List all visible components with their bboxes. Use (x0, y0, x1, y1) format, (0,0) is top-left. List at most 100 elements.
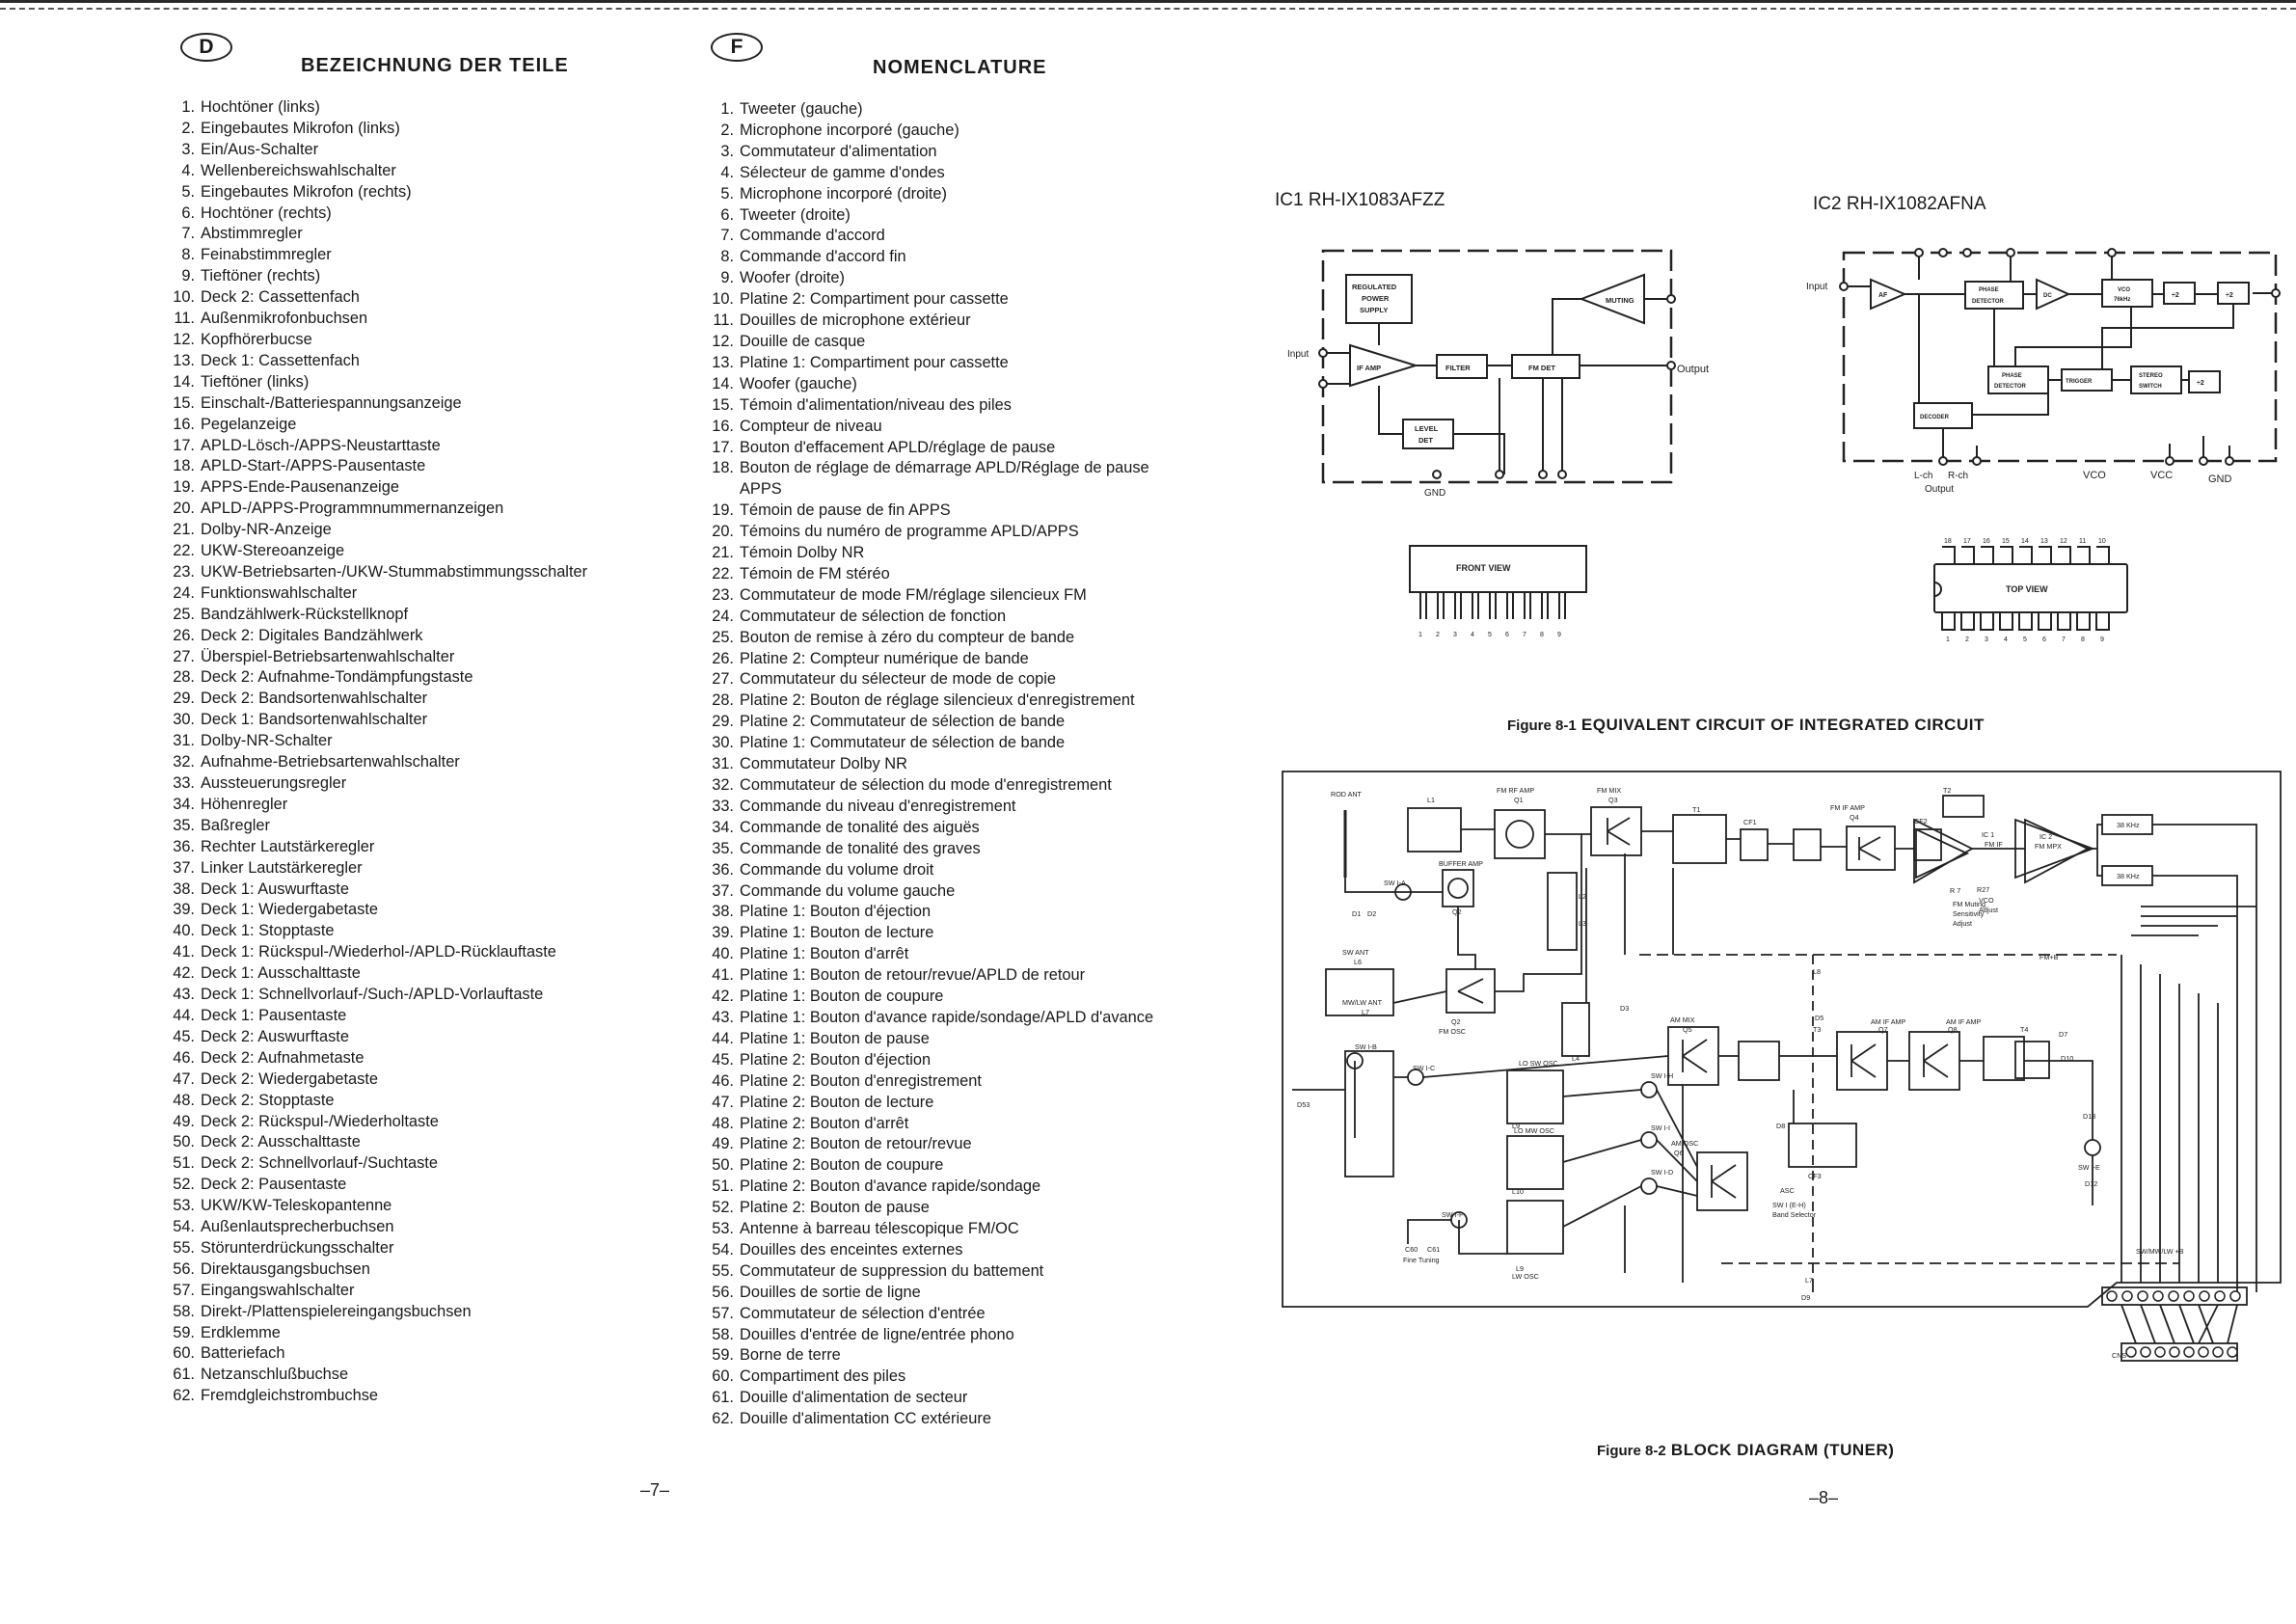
item-number: 25. (712, 628, 734, 646)
item-text: Deck 2: Wiedergabetaste (201, 1069, 379, 1088)
item-text: Platine 2: Bouton de retour/revue (740, 1135, 972, 1153)
item-number: 43. (173, 986, 195, 1004)
ic2-pin-number-top: 14 (2021, 538, 2029, 545)
page-title-de: BEZEICHNUNG DER TEILE (301, 55, 569, 76)
item-number: 45. (173, 1027, 195, 1045)
ic2-block-trigger: TRIGGER (2066, 379, 2093, 385)
connector-pin (2169, 1346, 2180, 1358)
block-diagram-label: D8 (1776, 1122, 1785, 1130)
block-diagram-label: Q2 (1451, 1017, 1461, 1026)
block-diagram-label: D7 (2059, 1030, 2067, 1039)
item-text: Sélecteur de gamme d'ondes (740, 163, 945, 181)
block-diagram-label: Q3 (1608, 796, 1618, 804)
item-text: Platine 1: Compartiment pour cassette (740, 353, 1009, 371)
item-text: Commutateur de suppression du battement (740, 1261, 1044, 1280)
list-item: 47.Platine 2: Bouton de lecture (701, 1093, 1153, 1114)
item-number: 29. (173, 690, 195, 708)
item-number: 51. (712, 1177, 734, 1196)
list-item: 25.Bouton de remise à zéro du compteur d… (701, 628, 1153, 649)
item-number: 42. (712, 988, 734, 1006)
item-number: 46. (712, 1071, 734, 1090)
ic2-pin-number-bottom: 2 (1965, 636, 1969, 643)
list-item: 8.Feinabstimmregler (162, 245, 587, 266)
ic2-pin-number-top: 12 (2060, 538, 2067, 545)
block-diagram-label: T2 (1943, 786, 1951, 795)
item-text: Deck 2: Rückspul-/Wiederholtaste (201, 1112, 439, 1130)
item-text: APLD-Start-/APPS-Pausentaste (201, 457, 426, 475)
item-text: Deck 2: Schnellvorlauf-/Suchtaste (201, 1154, 438, 1173)
ic2-pin-number-bottom: 9 (2100, 636, 2104, 643)
ic2-block-phase2: PHASE (2002, 373, 2022, 379)
ic2-block-stereo: STEREO (2139, 373, 2163, 379)
item-number: 11. (713, 311, 734, 330)
list-item: 61.Douille d'alimentation de secteur (701, 1388, 1153, 1409)
connector-pin (2121, 1290, 2133, 1302)
ic2-pin-number-top: 11 (2079, 538, 2086, 545)
item-text: Deck 1: Auswurftaste (201, 880, 349, 898)
block-diagram-label: ROD ANT (1331, 790, 1363, 798)
block-diagram-label: Q5 (1683, 1025, 1692, 1034)
list-item: 12.Kopfhörerbucse (162, 330, 587, 351)
block-diagram-label: L9 (1516, 1264, 1524, 1273)
list-item: 30.Platine 1: Commutateur de sélection d… (701, 733, 1153, 754)
item-text: Aufnahme-Betriebsartenwahlschalter (201, 753, 460, 771)
block-diagram-label: MW/LW ANT (1342, 998, 1383, 1007)
list-item: 18.Bouton de réglage de démarrage APLD/R… (701, 458, 1153, 479)
item-number: 2. (720, 121, 734, 139)
item-text: Témoin de pause de fin APPS (740, 501, 951, 520)
list-item: 17.Bouton d'effacement APLD/réglage de p… (701, 438, 1153, 459)
ic2-block-detector2: DETECTOR (1994, 384, 2027, 390)
block-diagram-label: SW I-B (1355, 1042, 1377, 1051)
block-diagram-label: ASC (1780, 1186, 1795, 1195)
ic1-block-power: POWER (1362, 294, 1390, 303)
list-item: 3.Commutateur d'alimentation (701, 142, 1153, 163)
ic2-top-view-label: TOP VIEW (2006, 584, 2048, 594)
item-text: Antenne à barreau télescopique FM/OC (740, 1220, 1019, 1238)
item-number: 14. (712, 374, 734, 392)
item-number: 43. (712, 1008, 734, 1026)
item-number: 21. (173, 521, 195, 539)
item-text: Abstimmregler (201, 225, 303, 243)
item-number: 17. (712, 438, 734, 456)
item-number: 30. (712, 734, 734, 752)
ic1-label: IC1 RH-IX1083AFZZ (1275, 190, 1445, 210)
item-text: Dolby-NR-Anzeige (201, 521, 332, 539)
connector-pin (2140, 1346, 2151, 1358)
list-item: 5.Eingebautes Mikrofon (rechts) (162, 182, 587, 203)
item-number: 3. (720, 142, 734, 160)
item-text: Microphone incorporé (droite) (740, 184, 947, 203)
item-number: 24. (712, 607, 734, 625)
list-item: 40.Deck 1: Stopptaste (162, 921, 587, 942)
block-diagram-label: FM MPX (2035, 842, 2062, 851)
block-diagram-label: SW/MW/LW +B (2136, 1247, 2184, 1256)
item-number: 2. (181, 119, 195, 137)
list-item: 59.Borne de terre (701, 1345, 1153, 1367)
block-diagram-label: L2 (1579, 892, 1586, 901)
item-text: Fremdgleichstrombuchse (201, 1387, 379, 1405)
block-diagram-label: CF3 (1808, 1172, 1822, 1180)
item-number: 39. (712, 924, 734, 942)
list-item: 33.Commande du niveau d'enregistrement (701, 797, 1153, 818)
list-item-continuation: 00.APPS (701, 479, 1153, 501)
block-diagram-label: CF2 (1914, 817, 1928, 826)
ic2-pin-number-bottom: 5 (2023, 636, 2027, 643)
item-text: Netzanschlußbuchse (201, 1366, 349, 1384)
item-text: Commutateur du sélecteur de mode de copi… (740, 670, 1056, 689)
connector-pin (2152, 1290, 2164, 1302)
list-item: 27.Commutateur du sélecteur de mode de c… (701, 669, 1153, 690)
list-item: 15.Témoin d'alimentation/niveau des pile… (701, 395, 1153, 417)
block-diagram-label: T3 (1813, 1025, 1821, 1034)
item-text: Aussteuerungsregler (201, 774, 347, 792)
list-item: 49.Platine 2: Bouton de retour/revue (701, 1134, 1153, 1155)
list-item: 51.Deck 2: Schnellvorlauf-/Suchtaste (162, 1153, 587, 1175)
item-number: 10. (173, 288, 195, 307)
item-number: 34. (712, 818, 734, 836)
item-text: Deck 1: Bandsortenwahlschalter (201, 711, 428, 729)
block-diagram-label: Q6 (1674, 1149, 1684, 1157)
item-number: 58. (712, 1325, 734, 1343)
item-text: Témoin d'alimentation/niveau des piles (740, 395, 1012, 414)
list-item: 5.Microphone incorporé (droite) (701, 184, 1153, 205)
list-item: 19.APPS-Ende-Pausenanzeige (162, 477, 587, 499)
connector-pin (2154, 1346, 2166, 1358)
block-diagram-label: AM MIX (1670, 1015, 1695, 1024)
